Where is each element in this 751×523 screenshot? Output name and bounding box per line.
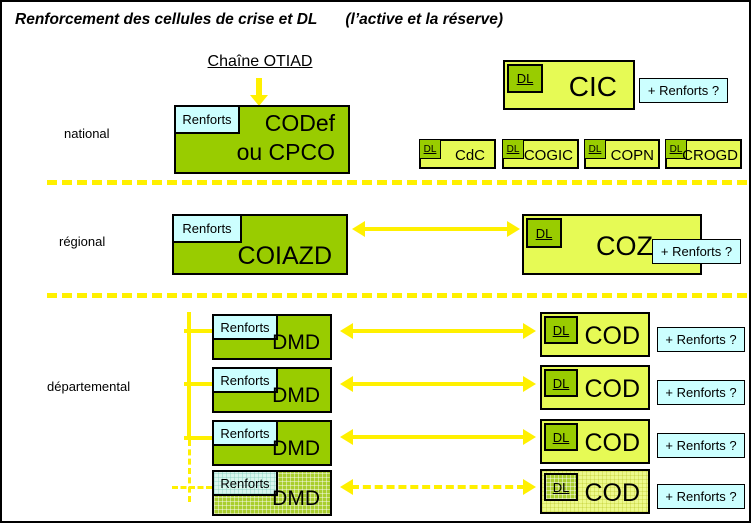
codef-label: CODef ou CPCO [236,110,335,165]
copn-box: DL COPN [584,139,660,169]
coz-label: COZ [596,231,653,261]
separator-national-regional [47,180,747,185]
cod-2-label: COD [584,375,640,403]
crogd-box: DL CROGD [665,139,742,169]
tree-stub-4-dashed [172,486,212,489]
coz-dl-chip: DL [526,218,562,248]
copn-dl-chip: DL [584,139,606,159]
cogic-dl-chip: DL [502,139,524,159]
level-regional: régional [59,234,106,249]
coiazd-box: Renforts COIAZD [172,214,348,275]
cdc-dl-chip: DL [419,139,441,159]
dmd-2-label: DMD [272,384,320,407]
page-title: Renforcement des cellules de crise et DL… [15,11,503,29]
dmd-4-renforts-chip: Renforts [212,470,278,496]
cod-1-label: COD [584,322,640,350]
crogd-dl-chip: DL [665,139,687,159]
cod-box-4: DL COD [540,469,650,514]
cic-plus-renforts-box: + Renforts ? [639,78,728,103]
dmd-2-renforts-chip: Renforts [212,367,278,393]
cod-2-dl-chip: DL [544,369,578,397]
coz-box: DL COZ [522,214,702,275]
cic-label: CIC [568,71,617,102]
cod-box-1: DL COD [540,312,650,357]
cod-box-3: DL COD [540,419,650,464]
cod-3-label: COD [584,429,640,457]
cod-4-label: COD [584,479,640,507]
dmd-box-3: Renforts DMD [212,420,332,466]
dmd-4-label: DMD [272,487,320,510]
level-departemental: départemental [47,379,131,394]
coz-plus-renforts-box: + Renforts ? [652,239,741,264]
copn-label: COPN [610,147,654,164]
dmd-3-renforts-chip: Renforts [212,420,278,446]
coiazd-label: COIAZD [237,242,332,270]
codef-renforts-chip: Renforts [174,105,240,134]
cogic-box: DL COGIC [502,139,579,169]
codef-box: Renforts CODef ou CPCO [174,105,350,174]
dmd-box-2: Renforts DMD [212,367,332,413]
dmd-1-renforts-chip: Renforts [212,314,278,340]
dmd-3-label: DMD [272,437,320,460]
tree-vertical-dashed-line [188,440,191,502]
tree-stub-2 [184,382,212,386]
cod-4-dl-chip: DL [544,473,578,501]
title-main: Renforcement des cellules de crise et DL [15,11,318,28]
cod-3-dl-chip: DL [544,423,578,451]
chain-otiad-label: Chaîne OTIAD [207,53,313,70]
cod-3-plus-renforts-box: + Renforts ? [657,433,745,458]
cod-4-plus-renforts-box: + Renforts ? [657,484,745,509]
tree-stub-3 [184,436,212,440]
separator-regional-departemental [47,293,747,298]
cod-2-plus-renforts-box: + Renforts ? [657,380,745,405]
dmd-1-label: DMD [272,331,320,354]
level-national: national [64,126,110,141]
cogic-label: COGIC [523,147,573,164]
cdc-label: CdC [454,147,485,164]
tree-vertical-line [187,312,191,440]
coiazd-renforts-chip: Renforts [172,214,242,243]
cdc-box: DL CdC [419,139,496,169]
dmd-box-4: Renforts DMD [212,470,332,516]
cic-box: DL CIC [503,60,635,110]
dmd-box-1: Renforts DMD [212,314,332,360]
cod-1-plus-renforts-box: + Renforts ? [657,327,745,352]
down-arrow-icon [250,78,268,106]
cod-1-dl-chip: DL [544,316,578,344]
cod-box-2: DL COD [540,365,650,410]
tree-stub-1 [184,329,212,333]
crogd-label: CROGD [682,147,738,164]
cic-dl-chip: DL [507,64,543,93]
title-paren: (l’active et la réserve) [345,11,504,28]
